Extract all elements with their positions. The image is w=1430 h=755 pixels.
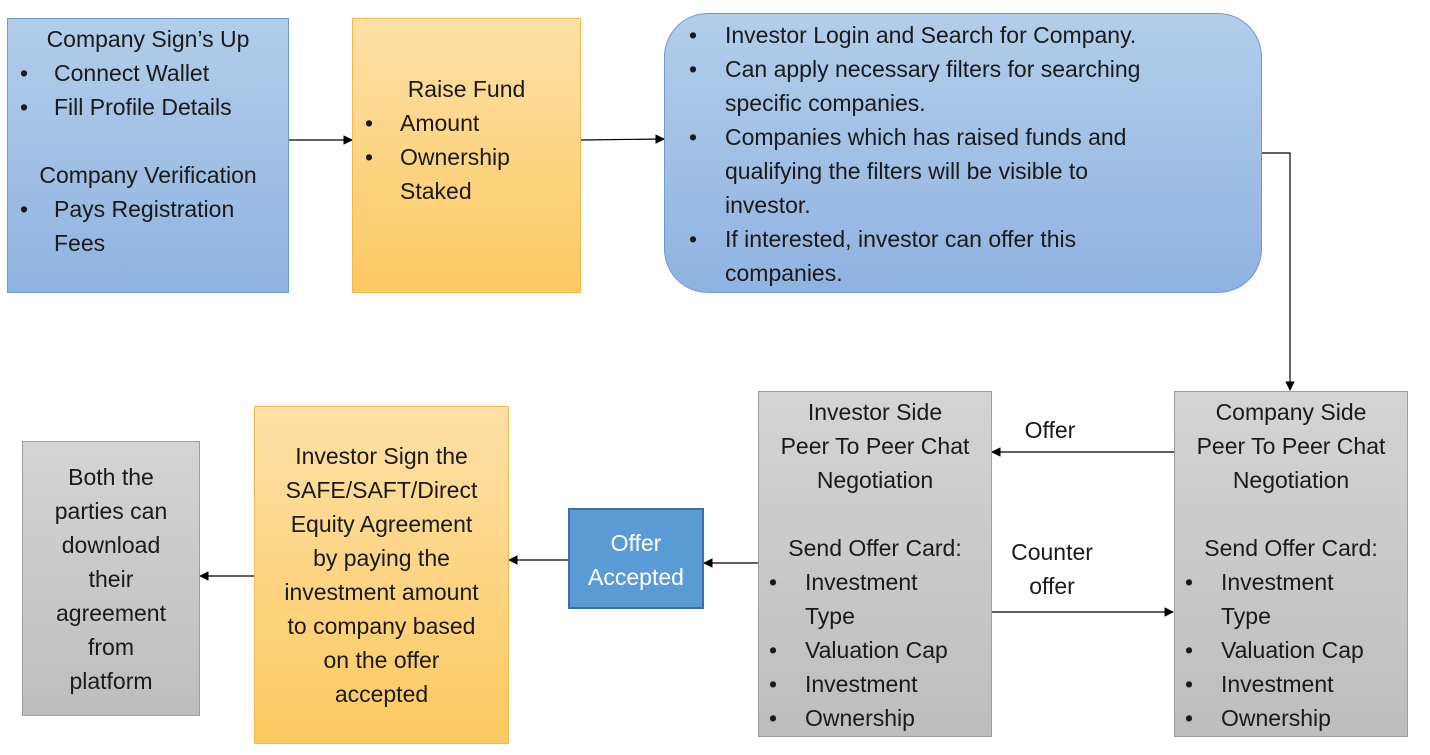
list-item: •Ownership (769, 705, 915, 731)
list-item: •Fill Profile Details (20, 94, 232, 120)
list-item: •Can apply necessary filters for searchi… (689, 56, 1141, 116)
investor-side-box: Investor Side Peer To Peer Chat Negotiat… (758, 391, 992, 737)
list-item: •Amount (365, 110, 480, 136)
investor-sign-agreement-box: Investor Sign the SAFE/SAFT/Direct Equit… (254, 406, 509, 744)
send-offer-card-label: Send Offer Card: (1204, 535, 1378, 561)
investor-side-title: Investor Side (807, 399, 943, 425)
list-item: •Connect Wallet (20, 60, 210, 86)
list-item: •Ownership (1185, 705, 1331, 731)
company-signup-title: Company Sign’s Up (46, 26, 250, 52)
arrow-search-to-company-side (1262, 152, 1295, 391)
list-item: •Investor Login and Search for Company. (689, 22, 1137, 48)
raise-fund-title: Raise Fund (407, 76, 526, 102)
company-signup-box: Company Sign’s Up •Connect Wallet •Fill … (7, 18, 289, 293)
list-item: •Valuation Cap (769, 637, 948, 663)
company-side-box: Company Side Peer To Peer Chat Negotiati… (1174, 391, 1408, 737)
offer-label: Offer (1024, 417, 1076, 443)
send-offer-card-label: Send Offer Card: (788, 535, 962, 561)
list-item: •Valuation Cap (1185, 637, 1364, 663)
company-verification-title: Company Verification (39, 162, 257, 188)
counter-offer-label: Counter offer (1011, 539, 1093, 599)
investor-search-box: •Investor Login and Search for Company. … (664, 13, 1262, 293)
offer-accepted-box: Offer Accepted (568, 508, 704, 609)
arrow-raise-to-investor-search (580, 134, 665, 144)
list-item: •Investment (769, 671, 918, 697)
company-side-title: Company Side (1215, 399, 1367, 425)
list-item: •Investment (1185, 671, 1334, 697)
download-agreement-box: Both the parties can download their agre… (22, 441, 200, 716)
